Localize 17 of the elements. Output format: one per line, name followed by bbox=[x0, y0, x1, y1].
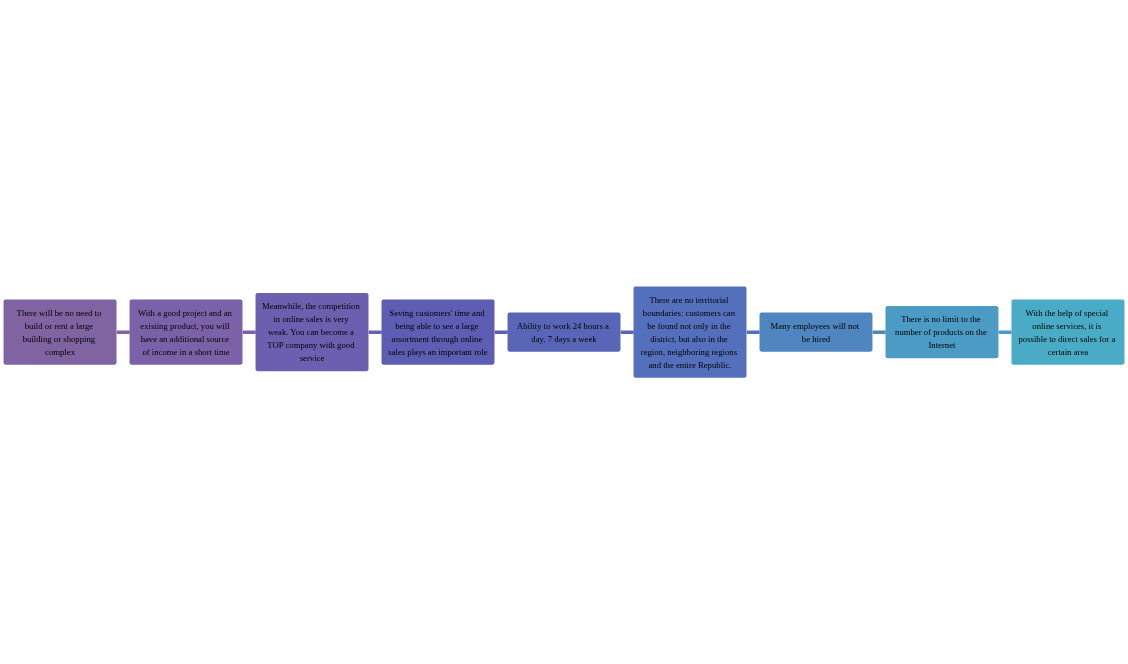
connector bbox=[998, 330, 1013, 334]
node-box: There is no limit to the number of products on the Internet bbox=[885, 305, 999, 359]
connector bbox=[116, 330, 131, 334]
node-box: With the help of special online services, it is possible to direct sales for a certain area bbox=[1011, 299, 1125, 365]
connector bbox=[746, 330, 761, 334]
node-box: Saving customers' time and being able to see a large assortment through online sales plays an important role bbox=[381, 299, 495, 365]
node-box: There will be no need to build or rent a large building or shopping complex bbox=[3, 299, 117, 365]
node-box: Meanwhile, the competition in online sales is very weak. You can become a TOP company with good service bbox=[255, 292, 369, 372]
node-box: There are no territorial boundaries: customers can be found not only in the district, but also in the region, neighboring regions and the entire Republic. bbox=[633, 286, 747, 378]
connector bbox=[242, 330, 257, 334]
connector bbox=[620, 330, 635, 334]
node-box: With a good project and an existing product, you will have an additional source of income in a short time bbox=[129, 299, 243, 365]
connector bbox=[368, 330, 383, 334]
node-box: Ability to work 24 hours a day, 7 days a week bbox=[507, 312, 621, 352]
connector bbox=[494, 330, 509, 334]
node-box: Many employees will not be hired bbox=[759, 312, 873, 352]
connector bbox=[872, 330, 887, 334]
